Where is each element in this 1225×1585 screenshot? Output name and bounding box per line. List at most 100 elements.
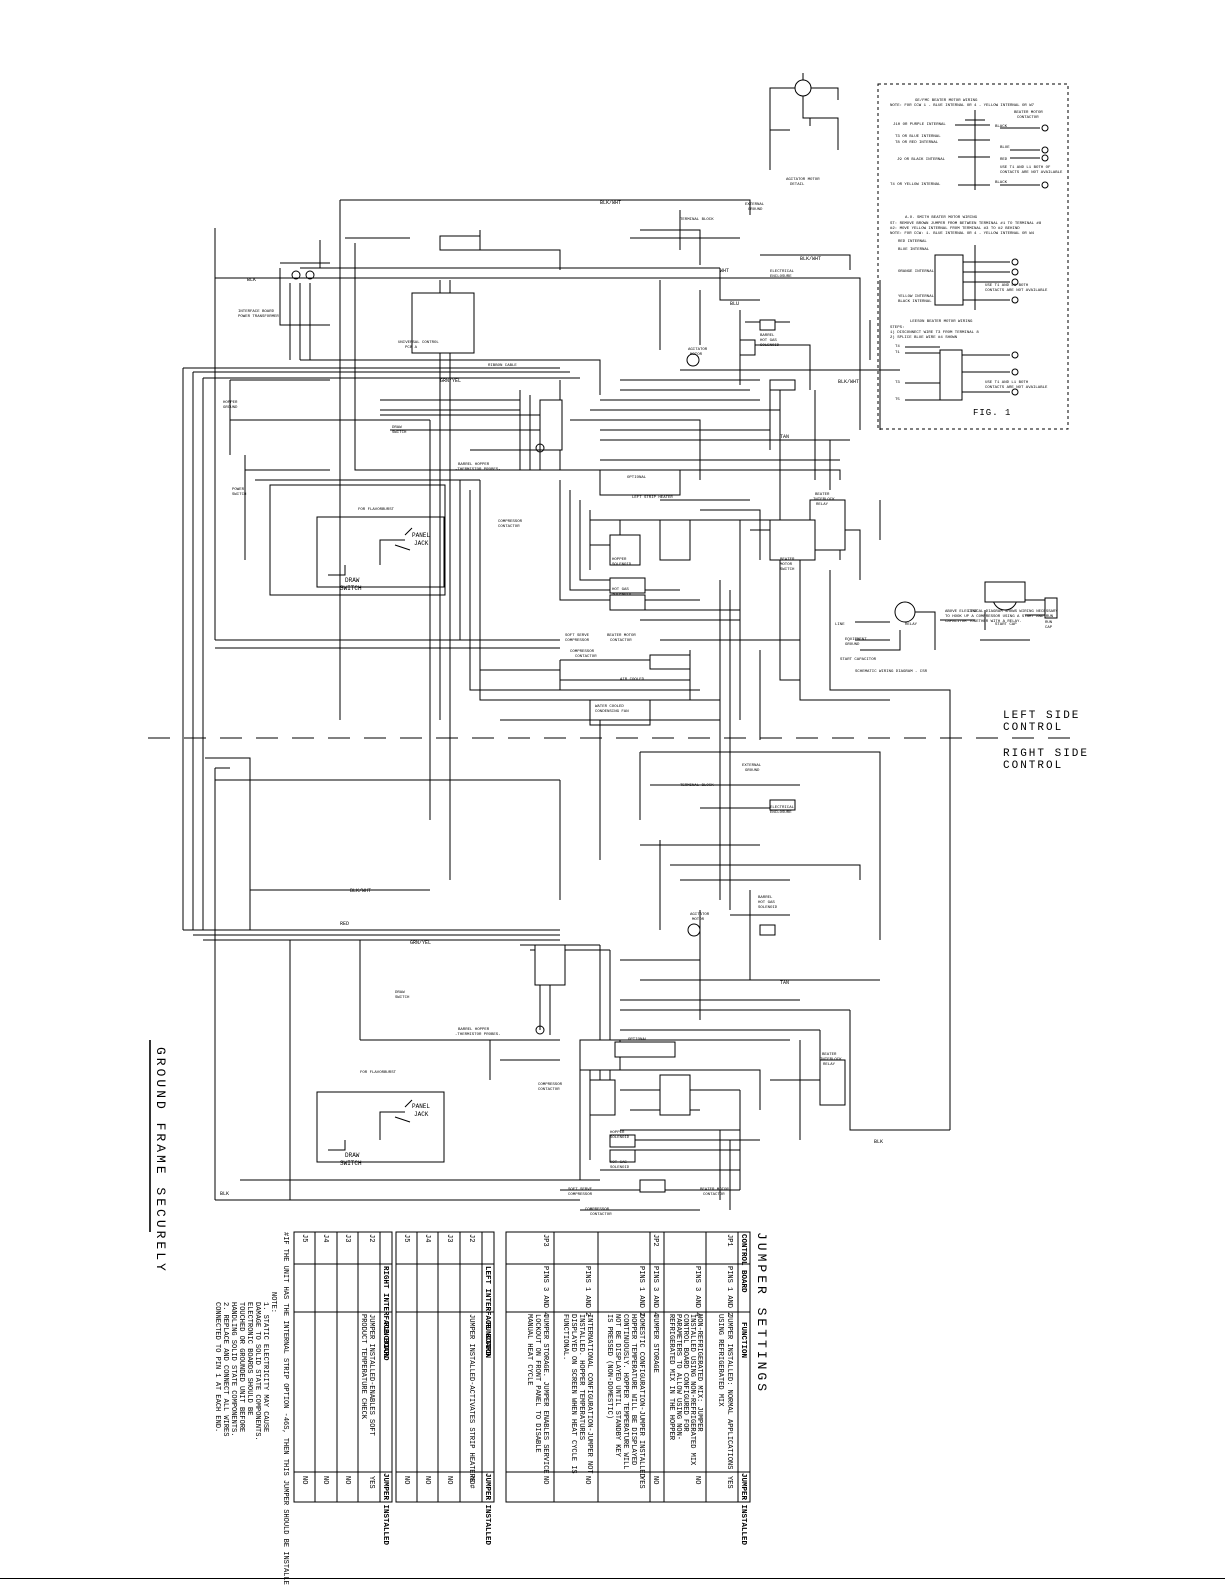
hopper-solenoid-2: SOLENOID [612,563,632,567]
draw-switch-top-2: SWITCH [392,431,407,435]
ri-r1-inst: YES [367,1476,375,1489]
soft-serve-comp-r2: COMPRESSOR [568,1193,593,1197]
ri-r2-inst: NO [343,1476,351,1484]
beater-interlock-r3: RELAY [823,1063,836,1067]
fig1-ge-note: NOTE: FOR CCW 1 - BLUE INTERNAL OR 4 - Y… [890,104,1035,108]
li-r1-fn: JUMPER INSTALLED-ACTIVATES STRIP HEATERS [467,1314,475,1482]
agitator-motor-r2: MOTOR [692,918,705,922]
wire-blk-a: BLK [247,277,256,283]
fig1-ge-color-2: BLUE [1000,146,1010,150]
transformer-label-2: POWER TRANSFORMER [238,315,279,319]
ribbon-cable-1: RIBBON CABLE [488,364,517,368]
fig1-leeson-aux-1: USE T1 AND L1 BOTH [985,381,1029,385]
comp-note-1: ABOVE ELECTRICAL DIAGRAM SHOWS WIRING NE… [945,610,1058,614]
air-cooled: AIR COOLED [620,678,645,682]
fig1-ge-row-5: T4 OR YELLOW INTERNAL [890,183,941,187]
cb-r2-fn-2: INSTALLED USING NON-REFRIGERATED MIX [688,1314,696,1466]
draw-switch-bot-2: SWITCH [395,996,410,1000]
cb-r5-fn-3: DISPLAYED ON SCREEN WHEN HEAT CYCLE IS [569,1314,577,1474]
hopper-ground-2: GROUND [223,406,238,410]
cb-r2-fn-1: NON-REFRIGERATED MIX: JUMPER [695,1314,703,1432]
elec-enclosure-1: ELECTRICAL [770,270,795,274]
start-cap: START CAP [995,623,1017,627]
cb-r2-pins: PINS 3 AND 4 [693,1266,701,1316]
hopper-solenoid-1: HOPPER [612,558,627,562]
li-r2-inst: NO [445,1476,453,1484]
agitator-motor-detail: AGITATOR MOTOR DETAIL [769,73,839,187]
fig1-leeson-row-1: T4 [895,345,900,349]
fig1-ge-title: GE/FMC BEATER MOTOR WIRING [915,98,978,103]
fig1-ao-note-1: ST: REMOVE BROWN JUMPER FROM BETWEEN TER… [890,222,1042,226]
left-side-wiring [182,199,951,1130]
fig1-box: GE/FMC BEATER MOTOR WIRING NOTE: FOR CCW… [877,83,1069,430]
comp-line-1: LINE [835,623,845,627]
fig1-ge-row-2: T3 OR BLUE INTERNAL [895,135,941,139]
comp-contactor-b-1: COMPRESSOR [570,650,595,654]
wire-red-r: RED [340,921,349,927]
fig1-ge-color-1: BLACK [995,125,1008,129]
beater-contactor-2: CONTACTOR [610,639,632,643]
jumper-title: JUMPER SETTINGS [754,1232,769,1394]
ri-r1-jp: J2 [367,1234,375,1242]
beater-contactor-r1: BEATER MOTOR [700,1188,729,1192]
li-head-3: JUMPER INSTALLED [483,1473,491,1546]
agitator-motor-r1: AGITATOR [690,913,710,917]
li-r4-inst: NO [402,1476,410,1484]
external-ground-r1: EXTERNAL [742,764,762,768]
equipment-ground-1: EQUIPMENT [845,638,867,642]
wire-tan-a: TAN [780,434,789,440]
cb-r6-inst: NO [541,1476,549,1484]
thermistor-1: BARREL HOPPER [458,463,490,467]
water-cooled-2: CONDENSING FAN [595,710,629,714]
cb-r4-fn-2: HOPPER TEMPERATURE WILL BE DISPLAYED [629,1314,637,1465]
cb-r5-pins: PINS 1 AND 2 [583,1266,591,1316]
compressor-contactor-r1: COMPRESSOR [538,1083,563,1087]
jumper-table: JUMPER SETTINGS CONTROL BOARD FUNCTION J… [213,1231,769,1585]
note-line-3: ELECTRONIC BOARDS SHOULD BE [245,1302,253,1415]
hot-gas-2: SOLENOID [612,593,632,597]
fig1-ge-row-1: J10 OR PURPLE INTERNAL [893,123,946,127]
fig1-leeson-aux-2: CONTACTS ARE NOT AVAILABLE [985,386,1048,390]
optional-top: OPTIONAL [627,476,647,480]
cb-r4-pins: PINS 1 AND 2 [637,1266,645,1316]
ri-head-3: JUMPER INSTALLED [381,1473,389,1546]
beater-interlock-1: BEATER [815,493,830,497]
terminal-block-top: TERMINAL BLOCK [680,218,714,222]
draw-switch-bot-1: DRAW [395,991,405,995]
li-head-2: FUNCTION [483,1322,491,1358]
left-side-labels: EXTERNAL GROUND TERMINAL BLOCK ELECTRICA… [223,200,859,714]
draw-switch-fb-bot-2: SWITCH [340,1160,362,1167]
fig1-ge-contactor-1: BEATER MOTOR [1014,111,1043,115]
fig1-ao-row-4: YELLOW INTERNAL [898,295,935,299]
right-side-label-1: RIGHT SIDE [1003,748,1089,760]
cb-r4-fn-5: IS PRESSED (NON-DOMESTIC) [605,1314,613,1419]
cb-r6-jp: JP3 [541,1234,549,1247]
fig1-ao-note-3: NOTE: FOR CCW: 1. BLUE INTERNAL OR 4 - Y… [890,232,1035,236]
cb-r6-fn-1: JUMPER STORAGE. JUMPER ENABLES SERVICE [541,1314,549,1474]
cb-r1-inst: YES [725,1476,733,1489]
fig1-ge-aux-1: USE T1 AND L1 BOTH OF [1000,166,1051,170]
start-capacitor: START CAPACITOR [840,658,877,662]
note-line-2: DAMAGE TO SOLID STATE COMPONENTS. [253,1302,261,1441]
fig1-ge-aux-2: CONTACTS ARE NOT AVAILABLE [1000,171,1063,175]
fig1-ao-aux-2: CONTACTS ARE NOT AVAILABLE [985,289,1048,293]
left-strip-heater: LEFT STRIP HEATER [632,496,673,500]
ri-head-2: FUNCTION [381,1322,389,1358]
wire-blu-a: BLU [730,301,739,307]
cb-r2-fn-4: PARAMETERS TO ALLOW USING NON- [674,1314,682,1440]
wire-blkwht-b: BLK/WHT [800,256,821,262]
agitator-motor-2: MOTOR [690,353,703,357]
cb-r5-fn-4: FUNCTIONAL. [561,1314,569,1360]
panel-jack-bot-2: JACK [414,1111,429,1118]
hot-gas-r1: HOT GAS [610,1161,627,1165]
elec-enclosure-r2: ENCLOSURE [770,811,792,815]
cb-r6-fn-2: LOCKOUT ON FRONT PANEL TO DISABLE [533,1314,541,1453]
draw-switch-top-1: DRAW [392,426,402,430]
soft-serve-comp-2: COMPRESSOR [565,639,590,643]
ri-r2-jp: J3 [343,1234,351,1242]
hopper-solenoid-r1: HOPPER [610,1131,625,1135]
cb-r4-fn-1: DOMESTIC CONFIGURATION-JUMPER INSTALLED [637,1314,645,1478]
hot-gas-1: HOT GAS [612,588,629,592]
power-switch-2: SWITCH [232,493,247,497]
cb-r4-fn-3: CONTINUOUSLY. HOPPER TEMPERATURE WILL [621,1314,629,1469]
